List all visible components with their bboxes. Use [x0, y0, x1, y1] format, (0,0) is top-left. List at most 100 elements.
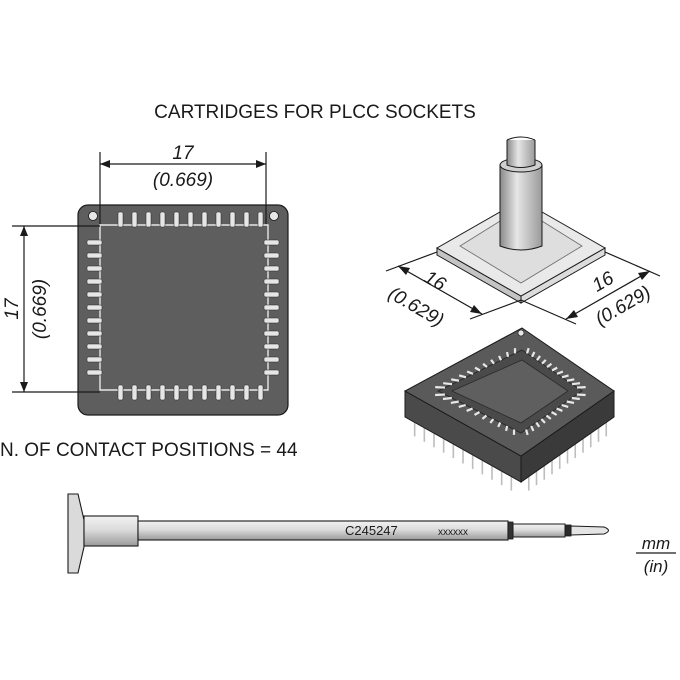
socket-contact: [498, 355, 503, 361]
contact-pad: [263, 356, 280, 363]
contact-pad: [86, 252, 103, 259]
socket-pins: [413, 422, 608, 491]
unit-secondary: (in): [644, 557, 669, 576]
socket-contact: [525, 429, 529, 436]
pin1-marker-icon: [88, 211, 98, 221]
plcc-height-mm: 17: [2, 297, 23, 320]
units-legend: mm (in): [636, 534, 676, 576]
contact-pad: [145, 211, 152, 228]
socket-contact: [490, 359, 495, 365]
contact-pad: [86, 369, 103, 376]
contact-pad: [86, 356, 103, 363]
contact-pad: [86, 265, 103, 272]
socket-contact: [450, 400, 459, 405]
contact-pad: [263, 317, 280, 324]
contact-pad: [159, 384, 166, 401]
socket-contact: [541, 359, 547, 365]
socket-contact: [546, 362, 553, 368]
contact-pad: [263, 265, 280, 272]
contact-pad: [86, 304, 103, 311]
cartridge-part-number: C245247: [345, 523, 398, 538]
cartridge-code: xxxxxx: [438, 527, 468, 538]
socket-contact: [535, 421, 541, 428]
contact-pad: [263, 369, 280, 376]
socket-contact: [571, 396, 580, 401]
socket-contact: [442, 396, 452, 401]
contact-pad: [86, 343, 103, 350]
socket-contact: [481, 414, 488, 420]
contact-pad: [263, 304, 280, 311]
socket-contact: [458, 374, 467, 379]
contact-pad: [229, 211, 236, 228]
socket-contact: [561, 374, 569, 379]
contact-pad: [263, 291, 280, 298]
contact-pad: [263, 330, 280, 337]
contact-pad: [86, 317, 103, 324]
socket-contact: [473, 411, 481, 416]
socket-contact: [466, 370, 474, 375]
tip-head-3d: [435, 136, 607, 304]
diagram-title: CARTRIDGES FOR PLCC SOCKETS: [154, 102, 476, 123]
contact-pad: [86, 239, 103, 246]
contact-pad: [257, 211, 264, 228]
contact-pad: [159, 211, 166, 228]
plcc-top-view: [77, 204, 289, 416]
contact-pad: [263, 239, 280, 246]
socket-contact: [450, 378, 460, 382]
contact-pad: [187, 384, 194, 401]
socket-contact: [530, 425, 535, 432]
socket-contact: [556, 370, 564, 375]
socket-contact: [505, 351, 510, 358]
contact-pad: [173, 384, 180, 401]
contact-positions-label: N. OF CONTACT POSITIONS = 44: [0, 440, 298, 461]
socket-contact: [525, 347, 530, 354]
plcc-height-in: (0.669): [30, 279, 51, 339]
socket-contact: [536, 355, 541, 361]
contact-pad: [201, 384, 208, 401]
socket-contact: [504, 425, 509, 432]
socket-contact: [443, 382, 453, 386]
socket-contact: [497, 422, 502, 428]
plcc-width-mm: 17: [172, 143, 195, 164]
socket-contact: [531, 351, 536, 358]
contact-pad: [263, 252, 280, 259]
contact-pad: [229, 384, 236, 401]
contact-pad: [215, 211, 222, 228]
contact-pads: [86, 211, 280, 401]
contact-pad: [263, 278, 280, 285]
contact-pad: [201, 211, 208, 228]
socket-contacts: [435, 347, 586, 436]
contact-pad: [243, 384, 250, 401]
contact-pad: [86, 278, 103, 285]
plcc-width-dimension: 17 (0.669): [99, 143, 267, 224]
cartridge-side-view: C245247 xxxxxx: [67, 493, 609, 574]
contact-pad: [243, 211, 250, 228]
contact-pad: [145, 384, 152, 401]
socket-contact: [474, 366, 481, 372]
socket-contact: [571, 382, 581, 386]
contact-pad: [263, 343, 280, 350]
socket-contact: [466, 407, 474, 412]
contact-pad: [215, 384, 222, 401]
corner-hole-icon: [269, 211, 279, 221]
plcc-height-dimension: 17 (0.669): [2, 225, 100, 393]
contact-pad: [187, 211, 194, 228]
contact-pad: [117, 384, 124, 401]
socket-contact: [458, 403, 466, 409]
contact-pad: [173, 211, 180, 228]
socket-contact: [561, 403, 569, 409]
contact-pad: [257, 384, 264, 401]
contact-pad: [131, 211, 138, 228]
socket-contact: [566, 400, 575, 405]
plcc-socket-3d: [403, 327, 615, 491]
contact-pad: [117, 211, 124, 228]
tip-side-a-mm: 16: [420, 267, 449, 296]
socket-contact: [566, 378, 575, 382]
socket-contact: [482, 362, 488, 368]
contact-pad: [86, 330, 103, 337]
unit-primary: mm: [642, 534, 670, 553]
socket-contact: [556, 407, 563, 412]
socket-contact: [489, 418, 495, 424]
socket-contact: [550, 411, 558, 416]
